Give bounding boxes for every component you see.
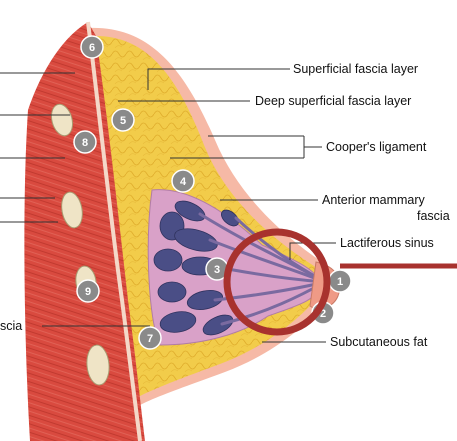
label-lactiferous-sinus: Lactiferous sinus xyxy=(340,236,434,250)
svg-text:8: 8 xyxy=(82,137,88,149)
marker-7: 7 xyxy=(139,327,161,349)
marker-8: 8 xyxy=(74,131,96,153)
label-coopers-ligament: Cooper's ligament xyxy=(326,140,427,154)
label-superficial-fascia-layer: Superficial fascia layer xyxy=(293,62,418,76)
marker-1: 1 xyxy=(329,270,351,292)
label-anterior-mammary-fascia-2: fascia xyxy=(417,209,450,223)
svg-text:7: 7 xyxy=(147,333,153,345)
marker-9: 9 xyxy=(77,280,99,302)
svg-text:6: 6 xyxy=(89,42,95,54)
label-fascia-partial: scia xyxy=(0,319,22,333)
label-anterior-mammary-fascia-1: Anterior mammary xyxy=(322,193,426,207)
svg-text:4: 4 xyxy=(180,176,187,188)
marker-6: 6 xyxy=(81,36,103,58)
label-subcutaneous-fat: Subcutaneous fat xyxy=(330,335,428,349)
svg-text:9: 9 xyxy=(85,286,91,298)
marker-4: 4 xyxy=(172,170,194,192)
label-deep-superficial-fascia-layer: Deep superficial fascia layer xyxy=(255,94,411,108)
svg-text:3: 3 xyxy=(214,264,220,276)
svg-text:1: 1 xyxy=(337,276,343,288)
svg-text:5: 5 xyxy=(120,115,126,127)
marker-5: 5 xyxy=(112,109,134,131)
